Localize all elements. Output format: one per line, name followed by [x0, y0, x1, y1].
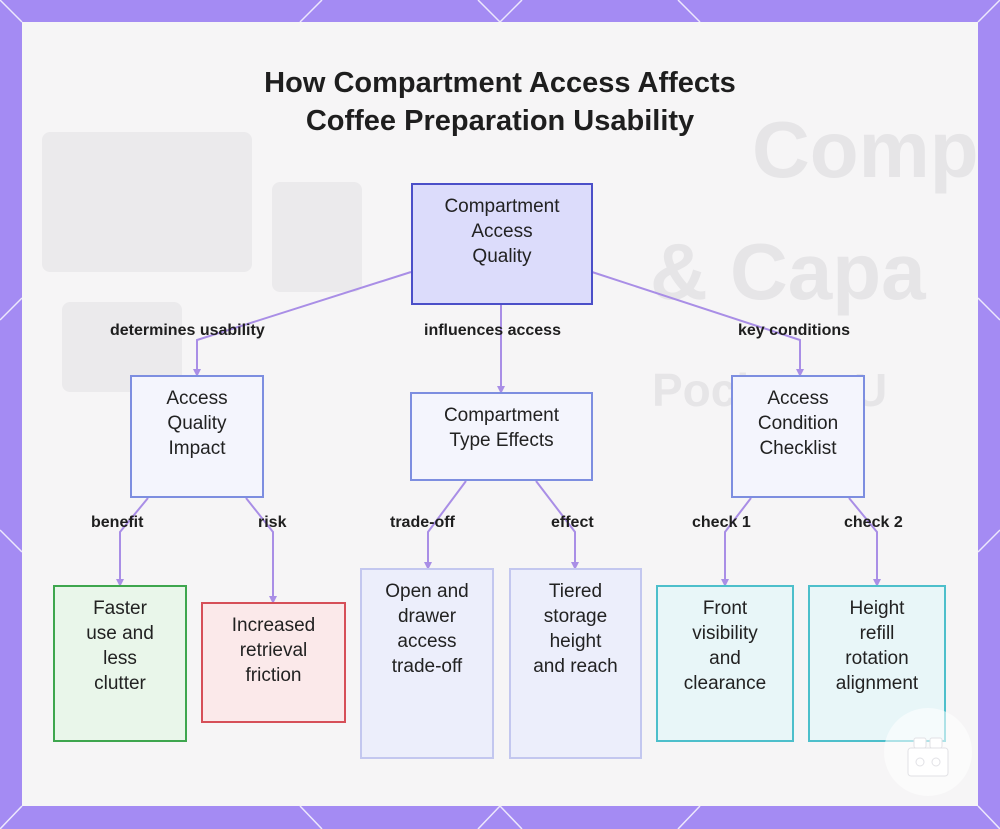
coffee-machine-icon — [907, 737, 949, 777]
background-blur — [42, 132, 252, 272]
node-increased-friction: Increased retrieval friction — [201, 602, 346, 723]
edge-effect — [535, 480, 579, 570]
edge-trade-off — [424, 480, 467, 570]
edge-risk — [245, 497, 277, 604]
background-blur — [272, 182, 362, 292]
node-front-visibility: Front visibility and clearance — [656, 585, 794, 742]
node-access-condition-checklist: Access Condition Checklist — [731, 375, 865, 498]
background-ghost-text: & Capa — [650, 227, 926, 316]
node-faster-use: Faster use and less clutter — [53, 585, 187, 742]
node-compartment-type-effects: Compartment Type Effects — [410, 392, 593, 481]
edge-key-conditions — [591, 271, 804, 377]
edge-label-key-conditions: key conditions — [738, 322, 851, 339]
edge-label-check-1: check 1 — [692, 514, 751, 531]
edge-check-2 — [848, 497, 881, 587]
edge-label-determines: determines usability — [110, 322, 265, 339]
background-ghost-text: Comp — [752, 105, 978, 194]
node-tiered-storage: Tiered storage height and reach — [509, 568, 642, 759]
edge-benefit — [116, 497, 149, 587]
edge-label-trade-off: trade-off — [390, 514, 455, 531]
node-access-quality-impact: Access Quality Impact — [130, 375, 264, 498]
edge-check-1 — [721, 497, 752, 587]
title-line-1: How Compartment Access Affects — [264, 67, 736, 99]
watermark-logo — [884, 708, 972, 796]
edge-label-risk: risk — [258, 514, 287, 531]
edge-label-check-2: check 2 — [844, 514, 903, 531]
edge-label-benefit: benefit — [91, 514, 144, 531]
edge-label-influences: influences access — [424, 322, 561, 339]
edge-determines-usability — [193, 271, 412, 377]
diagram-title: How Compartment Access Affects Coffee Pr… — [0, 64, 1000, 140]
title-line-2: Coffee Preparation Usability — [305, 105, 695, 137]
edge-label-effect: effect — [551, 514, 594, 531]
node-compartment-access-quality: Compartment Access Quality — [411, 183, 593, 305]
node-open-drawer-tradeoff: Open and drawer access trade-off — [360, 568, 494, 759]
